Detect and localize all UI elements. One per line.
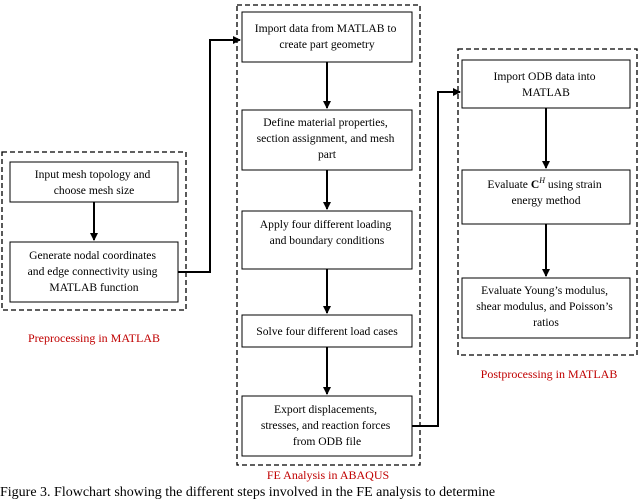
postprocessing-group-frame xyxy=(457,48,638,356)
box-define-material-properties-text: Define material properties, section assi… xyxy=(257,116,398,161)
box-import-data-from-matlab xyxy=(241,11,413,63)
box-input-mesh-topology-text: Input mesh topology and choose mesh size xyxy=(35,168,154,197)
box-export-displacements xyxy=(241,395,413,457)
box-define-material-properties xyxy=(241,109,413,171)
box-generate-nodal-coordinates xyxy=(9,241,179,303)
box-evaluate-ch xyxy=(461,169,631,225)
box-apply-loading-conditions-text: Apply four different loading and boundar… xyxy=(260,218,394,247)
fe-analysis-label: FE Analysis in ABAQUS xyxy=(267,468,389,482)
arrow-pre-to-fe xyxy=(178,36,241,273)
box-import-data-from-matlab-text: Import data from MATLAB to create part g… xyxy=(255,22,400,51)
box-import-odb-data-text: Import ODB data into MATLAB xyxy=(494,70,599,99)
box-input-mesh-topology xyxy=(9,161,179,203)
box-evaluate-moduli xyxy=(461,277,631,339)
box-solve-load-cases-text: Solve four different load cases xyxy=(256,325,398,338)
fe-analysis-group-frame xyxy=(236,4,421,466)
box-export-displacements-text: Export displacements, stresses, and reac… xyxy=(261,403,393,448)
box-evaluate-ch-text: Evaluate CH using strain energy method xyxy=(487,176,604,207)
arrow-fe-to-post xyxy=(412,88,461,427)
preprocessing-label: Preprocessing in MATLAB xyxy=(28,331,160,345)
box-apply-loading-conditions xyxy=(241,210,413,270)
box-generate-nodal-coordinates-text: Generate nodal coordinates and edge conn… xyxy=(28,249,161,294)
box-evaluate-moduli-text: Evaluate Young’s modulus, shear modulus,… xyxy=(476,284,615,329)
preprocessing-group-frame xyxy=(1,151,187,311)
figure-caption: Figure 3. Flowchart showing the differen… xyxy=(0,485,496,500)
box-import-odb-data xyxy=(461,59,631,109)
postprocessing-label: Postprocessing in MATLAB xyxy=(481,367,618,381)
